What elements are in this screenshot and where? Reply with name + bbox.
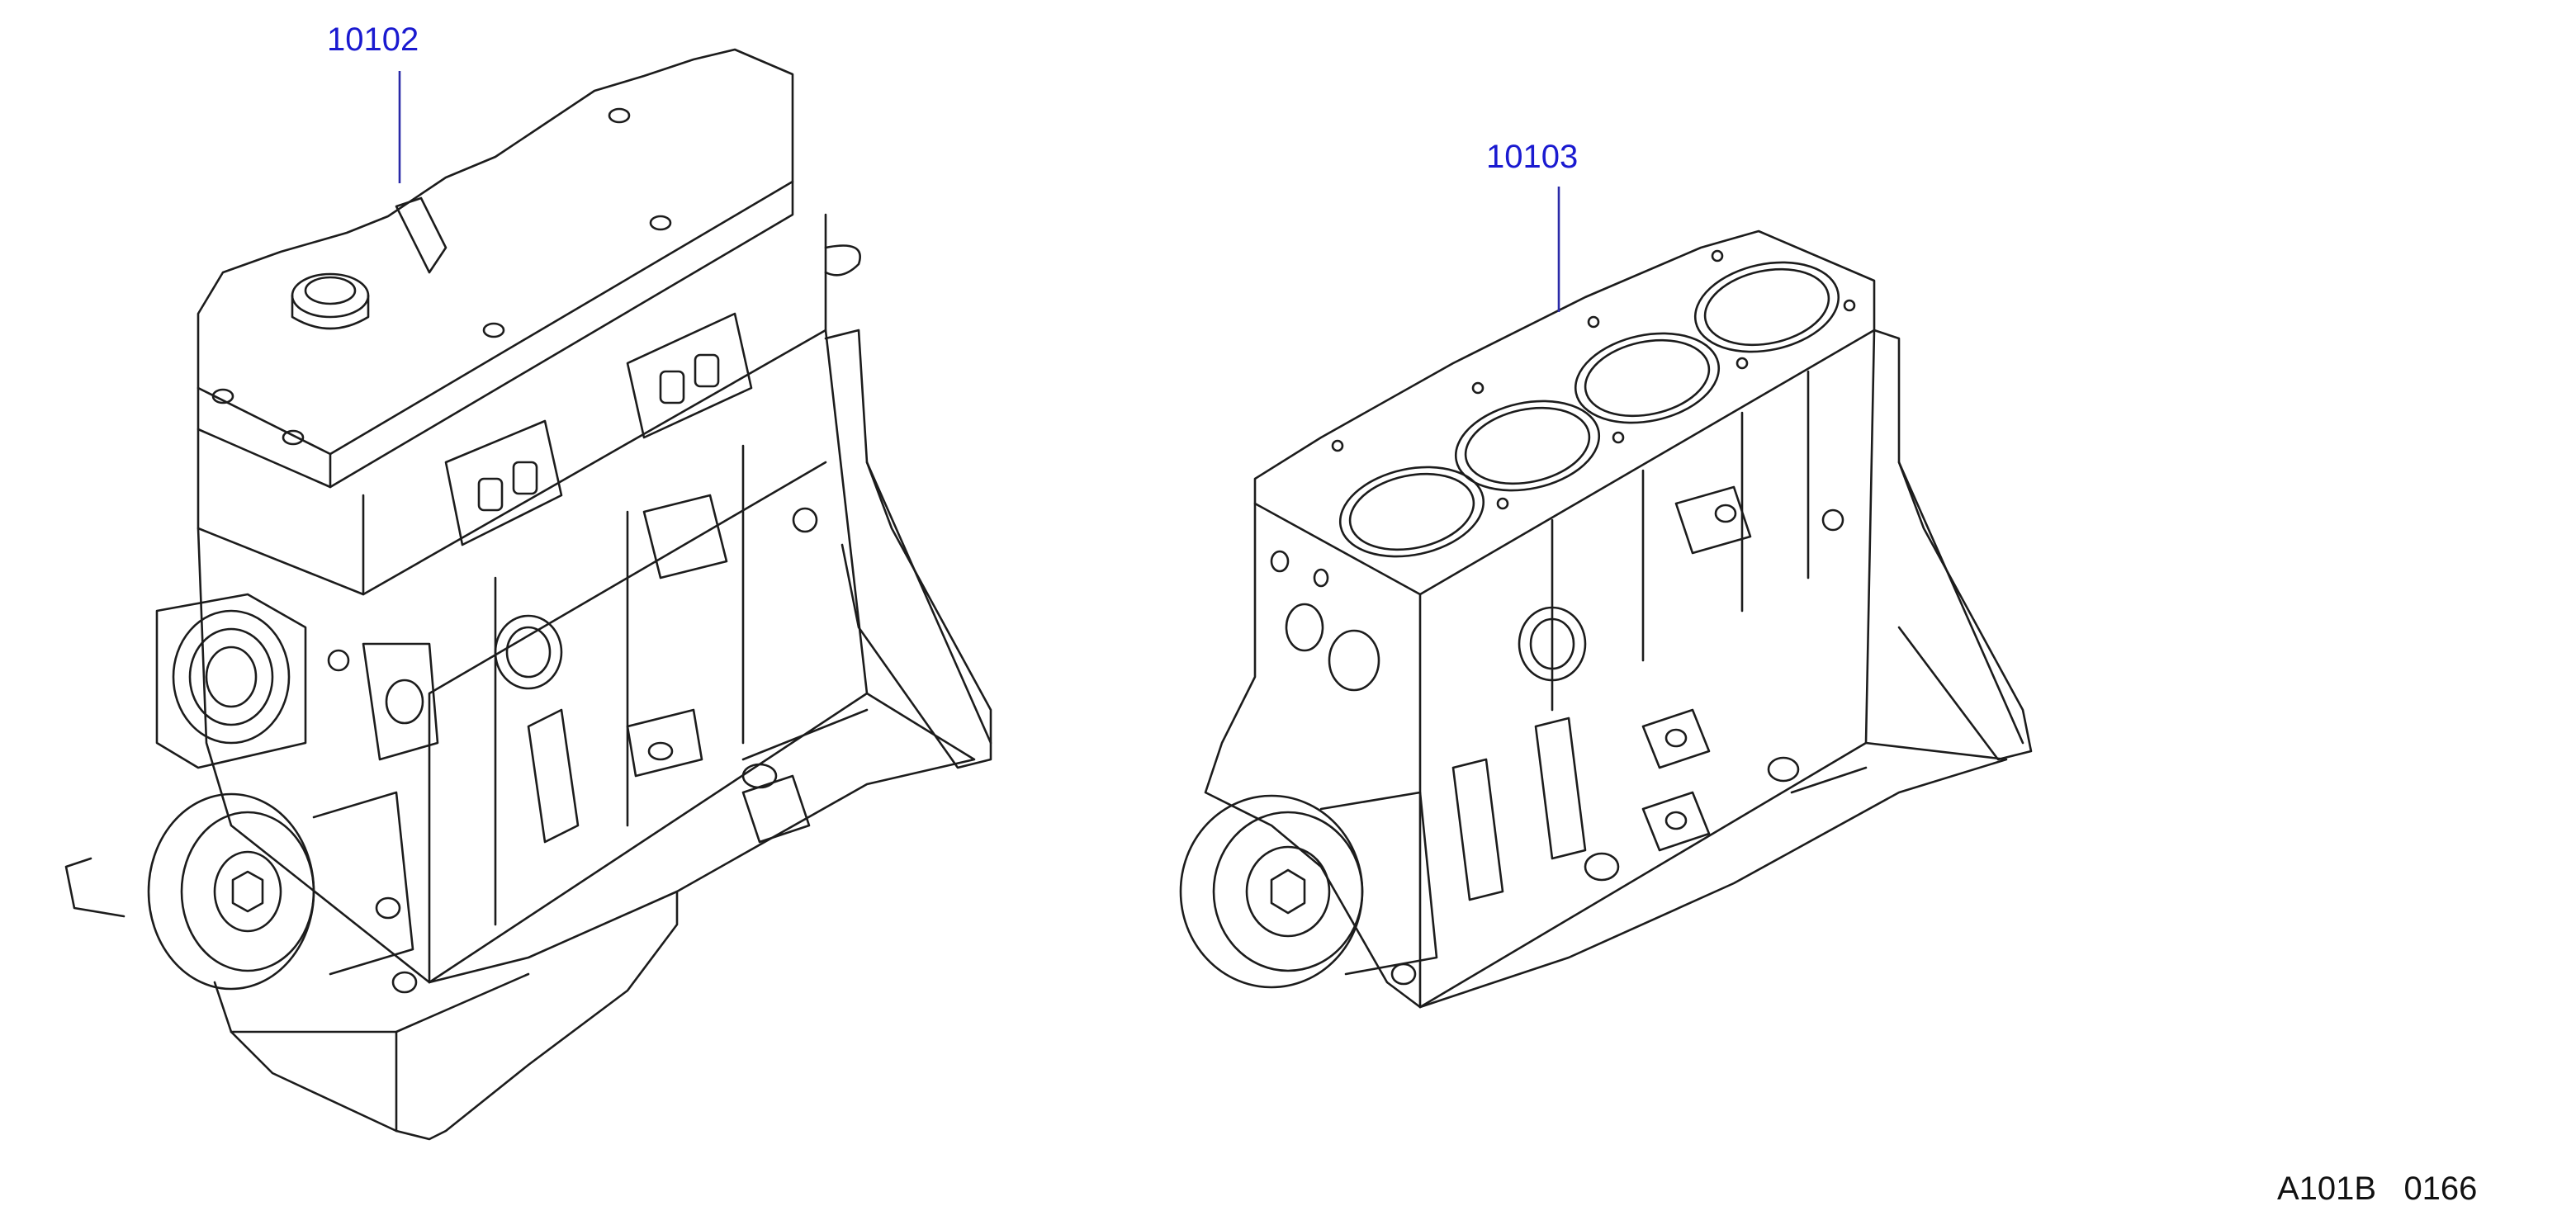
cylinder-block-drawing: [1179, 229, 2033, 1009]
engine-assembly-drawing: [64, 48, 992, 1141]
part-callout-10103[interactable]: 10103: [1486, 139, 1579, 175]
part-callout-10102[interactable]: 10102: [327, 21, 419, 58]
figure-reference-code: A101B 0166: [2277, 1171, 2478, 1207]
